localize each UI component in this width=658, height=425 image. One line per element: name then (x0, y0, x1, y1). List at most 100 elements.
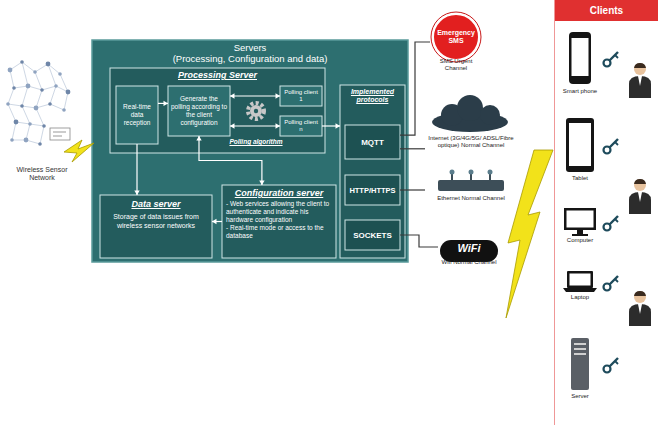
clients-panel-ground (555, 0, 658, 425)
node-text: Generate the polling according to the cl… (170, 95, 228, 126)
sensor-link (8, 104, 22, 106)
key-shaft (610, 52, 619, 61)
internet-channel: Internet (3G/4G/5G/ ADSL/Fibre optique) … (425, 95, 517, 160)
clients-panel: ClientsSmart phoneTabletComputerLaptopSe… (555, 0, 658, 425)
person-body (629, 76, 651, 98)
monitor-screen (567, 211, 594, 228)
polling-client-box: Polling client n (280, 116, 322, 136)
connector (400, 190, 425, 191)
sensor-dot (54, 84, 58, 88)
sensor-dot (6, 102, 10, 106)
key-icon (604, 276, 619, 291)
node-text: Tablet (558, 175, 602, 181)
connector (322, 123, 340, 128)
monitor (564, 208, 596, 230)
algorithm-label: Polling algorithm (228, 138, 284, 145)
node-text: Servers (96, 43, 404, 54)
sensor-link (12, 122, 16, 140)
hub-plug (469, 170, 474, 175)
sensor-link (26, 124, 30, 140)
hub-plug (488, 170, 493, 175)
arrowhead (276, 93, 281, 98)
sensor-dot (24, 138, 29, 143)
key-shaft (610, 216, 619, 225)
process-box: Generate the polling according to the cl… (168, 86, 230, 136)
illustration (6, 0, 658, 425)
sensor-dot (8, 68, 13, 73)
device: Smart phone (558, 30, 602, 100)
key-icons (604, 52, 619, 373)
person-shirt (638, 76, 642, 86)
connector-line (400, 42, 430, 135)
protocol-box: MQTT (345, 125, 400, 159)
connector (134, 144, 139, 195)
server-slot (574, 343, 586, 345)
arrowhead (212, 219, 217, 224)
node-text: Configuration server (226, 188, 332, 198)
sensor-dot (20, 60, 24, 64)
arrowhead (196, 136, 201, 141)
node-text: Data server (105, 199, 207, 209)
cloud-icon (432, 95, 508, 132)
sensor-dot (33, 70, 37, 74)
mini-legend-line (53, 136, 62, 137)
gear-body (250, 105, 262, 117)
node-text: Emergency SMS (435, 29, 477, 44)
sensor-link (64, 92, 68, 110)
cloud-part (457, 95, 483, 121)
tablet-screen (569, 123, 591, 166)
sensor-dot (12, 86, 16, 90)
laptop-base (563, 288, 597, 292)
node-text: Internet (3G/4G/5G/ ADSL/Fibre optique) … (425, 135, 517, 149)
arrowhead (276, 123, 281, 128)
computer-icon (564, 208, 596, 236)
node-text: Clients (555, 0, 658, 21)
configuration-server-fill (222, 185, 336, 258)
person-head (634, 179, 646, 191)
protocol-box-fill (345, 125, 400, 159)
data-server-fill (100, 195, 212, 258)
sensor-link (22, 106, 30, 124)
node-text: SOCKETS (347, 231, 398, 240)
sms-circle (433, 14, 479, 60)
hub-plug (450, 170, 455, 175)
protocol-box-fill (345, 220, 400, 250)
node-text: Laptop (558, 294, 602, 300)
connector-line (230, 125, 280, 126)
sms-channel: Emergency SMS SMS Urgent Channel (430, 15, 482, 75)
node-text: - Real-time mode or access to the databa… (226, 224, 332, 240)
gear-hole (254, 109, 258, 113)
monitor-stand (577, 230, 583, 234)
person-icons (629, 63, 651, 326)
process-box: Real-time data reception (116, 86, 158, 144)
node-text: Server (558, 393, 602, 399)
node-fills (92, 0, 658, 425)
node-text: WiFi (438, 242, 500, 254)
connector-line (230, 95, 280, 96)
node-text: Storage of data issues from wireless sen… (105, 213, 207, 230)
key-bit (615, 219, 618, 222)
key-shaft (610, 276, 619, 285)
sensor-link (35, 72, 42, 90)
ethernet-hub (438, 170, 504, 192)
monitor-foot (572, 234, 588, 236)
device: Laptop (558, 268, 602, 304)
ethernet-channel: Ethernet Normal Channel (425, 170, 517, 215)
person-hair (634, 291, 646, 296)
sensor-dot (20, 104, 24, 108)
device: Server (558, 335, 602, 403)
phone-body (569, 32, 591, 84)
key-bow (604, 60, 611, 67)
cloud-part (480, 105, 500, 125)
node-text: Implemented protocols (342, 88, 403, 104)
arrowhead (336, 123, 341, 128)
sensor-dot (14, 120, 19, 125)
protocols-box-fill (340, 85, 405, 258)
key-shaft (610, 139, 619, 148)
mini-legend-line (53, 132, 66, 133)
arrowhead (164, 101, 169, 106)
node-text: SMS Urgent Channel (430, 58, 482, 72)
sensor-dot (34, 106, 39, 111)
sensor-dot (42, 124, 46, 128)
connector (400, 42, 430, 135)
